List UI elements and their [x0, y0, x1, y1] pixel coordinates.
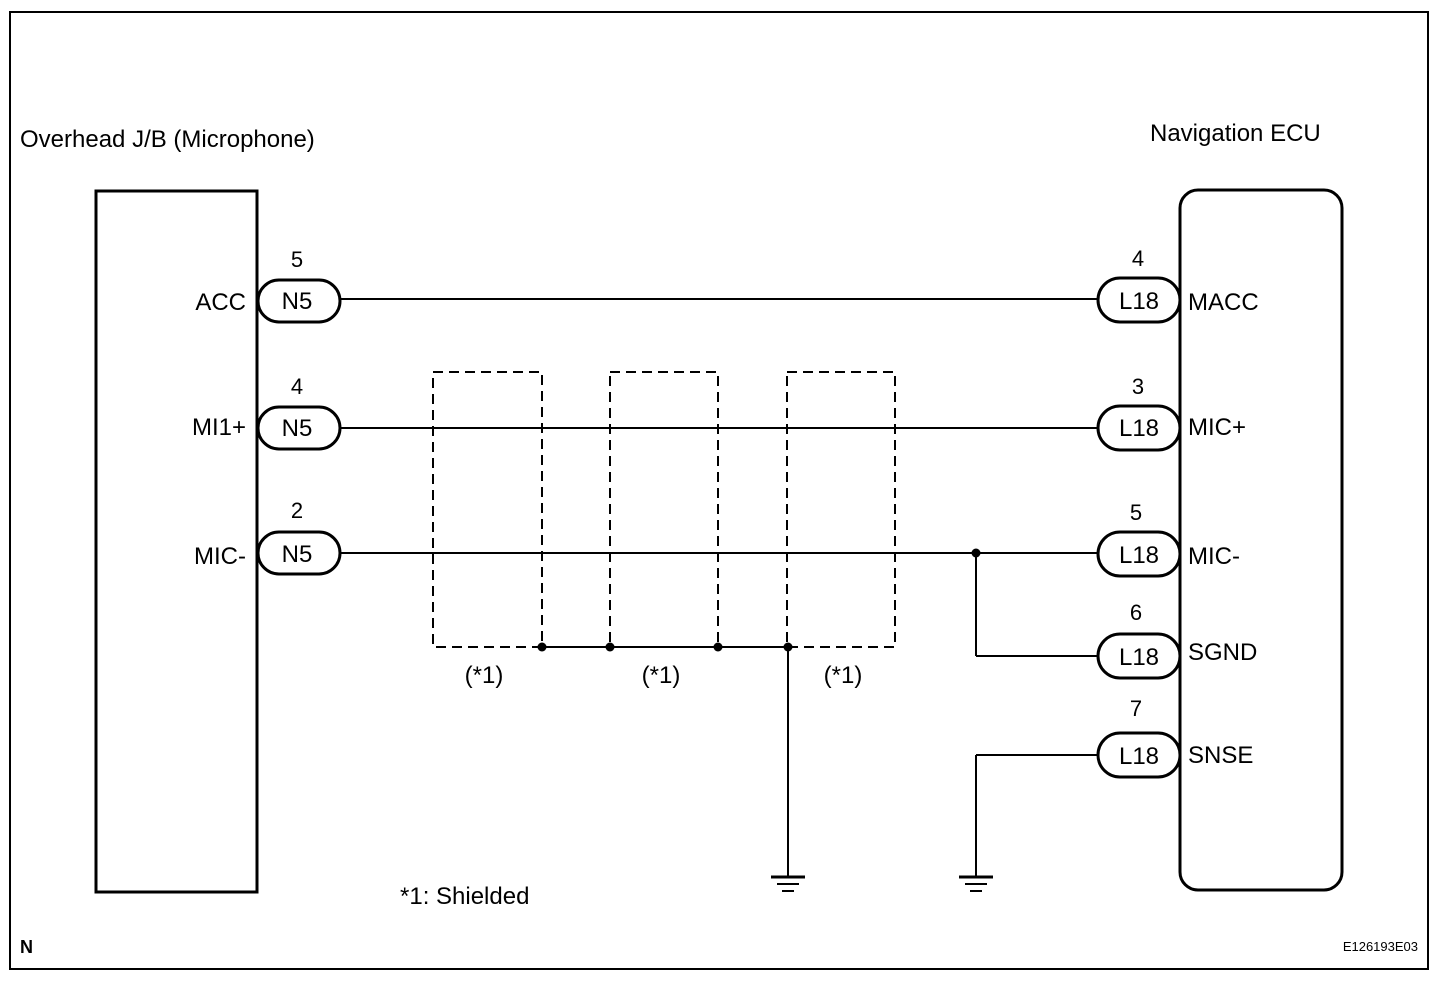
figure-id: E126193E03 [1343, 939, 1418, 954]
shield-box-3 [786, 371, 896, 648]
connector-label: N5 [282, 541, 313, 568]
right-component-title: Navigation ECU [1150, 120, 1321, 147]
right-connector-micplus: L18 3 MIC+ [1096, 374, 1246, 452]
left-connector-mic: N5 2 MIC- [194, 498, 342, 576]
signal-label: MACC [1188, 289, 1259, 316]
corner-letter: N [20, 937, 33, 957]
right-connector-macc: L18 4 MACC [1096, 246, 1259, 324]
connector-label: L18 [1119, 743, 1159, 770]
signal-label: SNSE [1188, 742, 1253, 769]
signal-label: MIC+ [1188, 414, 1246, 441]
connector-label: L18 [1119, 288, 1159, 315]
pin-number: 4 [291, 374, 303, 399]
connector-label: L18 [1119, 415, 1159, 442]
pin-number: 2 [291, 498, 303, 523]
pin-number: 7 [1130, 696, 1142, 721]
shield-label-2: (*1) [642, 662, 681, 689]
shield-label-3: (*1) [824, 662, 863, 689]
pin-number: 5 [1130, 500, 1142, 525]
left-connector-acc: N5 5 ACC [195, 247, 342, 324]
right-connector-sgnd: L18 6 SGND [1096, 600, 1257, 680]
connector-label: L18 [1119, 542, 1159, 569]
shielded-legend: *1: Shielded [400, 883, 529, 910]
connector-label: N5 [282, 288, 313, 315]
shield-junction [537, 642, 547, 652]
signal-label: ACC [195, 289, 246, 316]
left-component-title: Overhead J/B (Microphone) [20, 126, 315, 153]
signal-label: MI1+ [192, 414, 246, 441]
left-connector-mi1: N5 4 MI1+ [192, 374, 342, 451]
splice-point [971, 548, 981, 558]
diagram-frame [9, 11, 1429, 970]
pin-number: 5 [291, 247, 303, 272]
ground-symbol-snse [959, 875, 993, 892]
navigation-ecu-box [1178, 188, 1344, 892]
shield-junction [713, 642, 723, 652]
connector-label: L18 [1119, 644, 1159, 671]
right-connector-micminus: L18 5 MIC- [1096, 500, 1240, 578]
pin-number: 6 [1130, 600, 1142, 625]
shield-label-1: (*1) [465, 662, 504, 689]
signal-label: MIC- [1188, 543, 1240, 570]
shield-junction [605, 642, 615, 652]
pin-number: 3 [1132, 374, 1144, 399]
overhead-jb-box [94, 189, 259, 894]
shield-box-1 [432, 371, 543, 648]
shield-box-2 [609, 371, 719, 648]
right-connector-snse: L18 7 SNSE [1096, 696, 1253, 779]
connector-label: N5 [282, 415, 313, 442]
ground-symbol-shield [771, 875, 805, 892]
signal-label: MIC- [194, 543, 246, 570]
pin-number: 4 [1132, 246, 1144, 271]
signal-label: SGND [1188, 639, 1257, 666]
